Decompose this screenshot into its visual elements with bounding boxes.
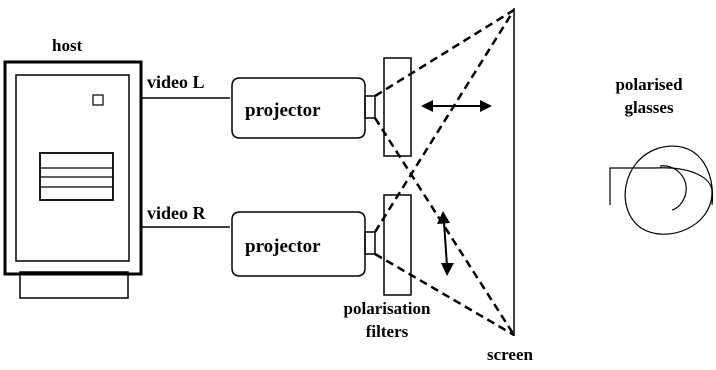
ray-bottom-upper [373,9,516,233]
horizontal-polarisation-arrow [421,100,492,112]
host-case-inner [15,74,130,262]
projector-top-lens [364,95,376,119]
arrowhead-left [421,100,433,112]
host-label: host [52,36,83,55]
video-l-label: video L [147,72,205,92]
filters-label-line1: polarisation [344,299,431,318]
projector-bottom [231,211,376,277]
arrowhead-down [441,263,454,276]
ray-top-upper [374,8,515,98]
host-base [19,271,129,299]
projection-rays [373,8,516,337]
polarised-glasses-icon [609,145,714,235]
arrowhead-right [480,100,492,112]
polarisation-filter-bottom [383,194,412,296]
host-computer [3,60,143,299]
vertical-polarisation-arrow [437,211,454,276]
host-case-outer [3,60,143,276]
polarisation-filter-top [383,57,412,157]
projector-bottom-label: projector [245,236,321,257]
glasses-label-line2: glasses [624,98,674,117]
host-power-indicator [92,94,104,106]
screen-label: screen [487,345,533,364]
ray-top-lower [373,117,516,336]
projector-bottom-lens [364,231,376,255]
ray-bottom-lower [374,252,515,337]
projector-top-label: projector [245,100,321,121]
glasses-label-line1: polarised [615,75,683,94]
video-r-label: video R [147,203,207,223]
projector-top [231,77,376,139]
arrowhead-up [437,211,450,224]
filters-label-line2: filters [366,322,409,341]
